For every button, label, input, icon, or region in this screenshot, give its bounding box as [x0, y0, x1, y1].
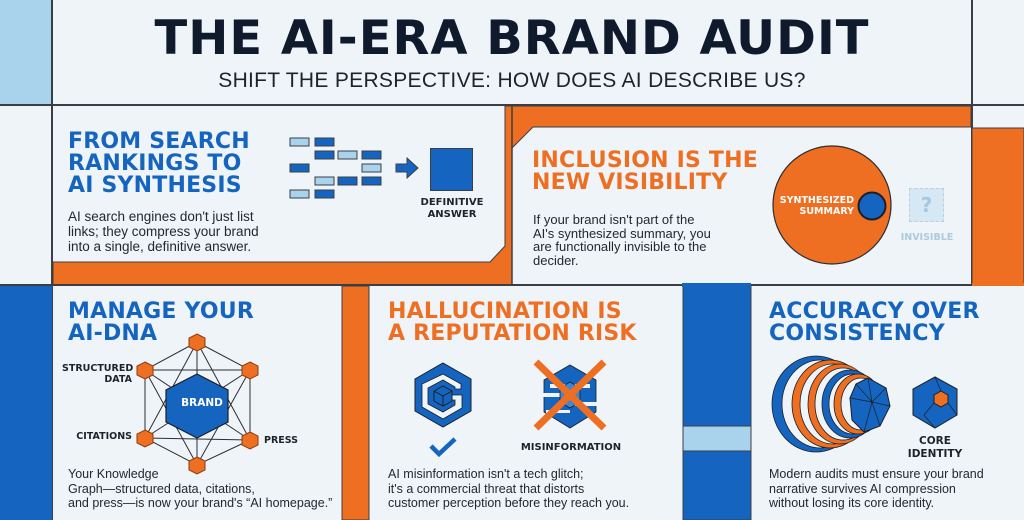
divider-horizontal-header	[0, 104, 1024, 106]
left-accent-light-blue	[0, 0, 52, 104]
core-identity-label: CORE IDENTITY	[907, 435, 963, 460]
scattered-links-icon	[289, 137, 382, 199]
panel-5-body: Modern audits must ensure your brand nar…	[769, 467, 984, 510]
definitive-answer-label: DEFINITIVE ANSWER	[420, 197, 484, 220]
brand-node-label: BRAND	[181, 397, 223, 409]
checkmark-icon	[429, 437, 457, 458]
verified-brand-hexagon-icon	[414, 362, 472, 428]
panel-4-heading: HALLUCINATION IS A REPUTATION RISK	[388, 299, 637, 346]
invisible-label: INVISIBLE	[900, 232, 954, 243]
misinformation-crossed-icon	[533, 359, 607, 431]
misinformation-label: MISINFORMATION	[520, 442, 622, 453]
structured-data-label: STRUCTURED DATA	[62, 363, 134, 385]
panel-3-body: Your Knowledge Graph—structured data, ci…	[68, 467, 333, 510]
panel-4-body: AI misinformation isn't a tech glitch; i…	[388, 467, 630, 510]
core-identity-hexagon-icon	[912, 376, 958, 429]
synthesized-summary-label: SYNTHESIZED SUMMARY	[779, 195, 854, 217]
citations-label: CITATIONS	[76, 431, 132, 442]
arrow-right-icon	[395, 156, 419, 180]
panel-2-body: If your brand isn't part of the AI's syn…	[533, 212, 711, 269]
panel-2-heading: INCLUSION IS THE NEW VISIBILITY	[532, 148, 758, 195]
panel-1-heading: FROM SEARCH RANKINGS TO AI SYNTHESIS	[68, 129, 250, 198]
divider-vertical-left	[51, 0, 53, 520]
compression-rings-icon	[771, 355, 891, 453]
page-subtitle: SHIFT THE PERSPECTIVE: HOW DOES AI DESCR…	[218, 69, 806, 92]
invisible-question-box-icon: ?	[909, 188, 944, 222]
panel-5-heading: ACCURACY OVER CONSISTENCY	[769, 299, 980, 346]
panel-3-heading: MANAGE YOUR AI-DNA	[68, 299, 254, 346]
synthesized-summary-circle-icon	[772, 145, 892, 265]
definitive-answer-block-icon	[430, 148, 473, 191]
panel-1-body: AI search engines don't just list links;…	[68, 209, 259, 254]
knowledge-graph-icon	[136, 333, 259, 475]
press-label: PRESS	[264, 435, 299, 446]
page-title: THE AI-ERA BRAND AUDIT	[154, 11, 870, 66]
